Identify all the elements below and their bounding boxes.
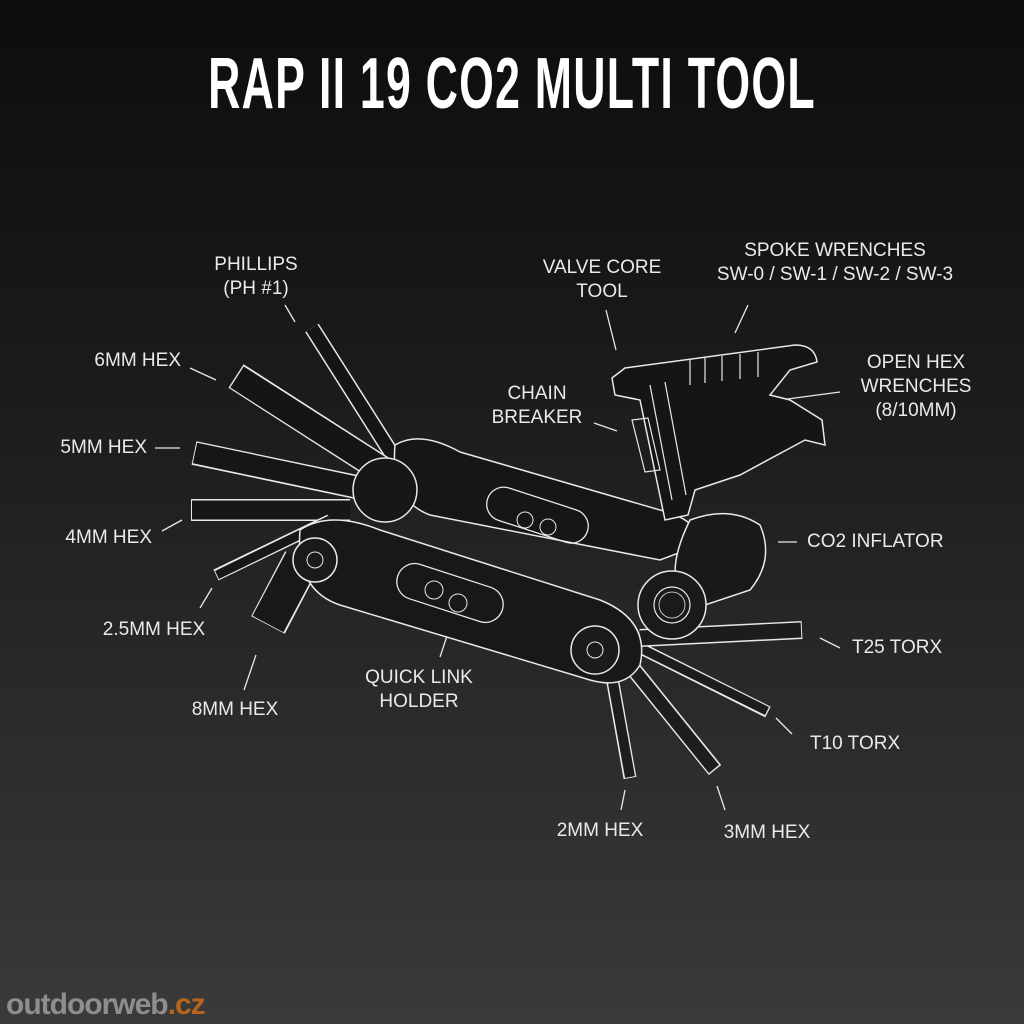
quick-link-hole	[424, 580, 444, 600]
label-t25-torx: T25 TORX	[852, 637, 943, 658]
hex-socket-icon	[586, 641, 604, 659]
label-line: SPOKE WRENCHES	[744, 240, 926, 261]
label-t10-torx: T10 TORX	[810, 733, 901, 754]
chain-breaker	[611, 344, 826, 521]
pivot-bolt	[292, 537, 338, 583]
hex-socket-icon	[306, 551, 324, 569]
label-line: (8/10MM)	[875, 400, 957, 421]
hex-5mm	[191, 441, 383, 504]
label-line: QUICK LINK	[365, 667, 473, 688]
upper-hole	[539, 518, 557, 536]
label-2mm-hex: 2MM HEX	[556, 820, 644, 841]
watermark-logo: outdoorweb.cz	[6, 988, 206, 1022]
label-line: CHAIN	[507, 383, 567, 404]
pivot-bolt	[570, 625, 620, 675]
torx-t10	[637, 642, 771, 718]
label-line: BREAKER	[491, 407, 583, 428]
label-2.5mm-hex: 2.5MM HEX	[102, 619, 206, 640]
label-4mm-hex: 4MM HEX	[65, 527, 152, 548]
phillips-bit	[305, 323, 409, 475]
co2-thread	[653, 586, 691, 624]
watermark-tld: .cz	[167, 988, 206, 1021]
label-chain-breaker: CHAIN BREAKER	[492, 382, 583, 430]
upper-hole	[516, 511, 534, 529]
label-line: HOLDER	[379, 691, 459, 712]
pivot-bolt	[352, 457, 418, 523]
label-5mm-hex: 5MM HEX	[60, 437, 147, 458]
label-line: PHILLIPS	[214, 254, 298, 275]
label-line: WRENCHES	[860, 376, 972, 397]
label-line: OPEN HEX	[866, 352, 966, 373]
watermark-main: outdoorweb	[6, 988, 169, 1021]
lower-plate	[298, 519, 643, 684]
label-line: VALVE CORE	[542, 257, 662, 278]
leader-lines	[155, 304, 841, 811]
label-phillips: PHILLIPS (PH #1)	[214, 253, 297, 301]
label-open-hex-wrenches: OPEN HEX WRENCHES (8/10MM)	[861, 351, 972, 423]
quick-link-slot	[396, 562, 504, 624]
label-quick-link-holder: QUICK LINK HOLDER	[365, 666, 473, 714]
label-8mm-hex: 8MM HEX	[191, 699, 279, 720]
label-line: TOOL	[576, 281, 628, 302]
spoke-slots	[631, 352, 759, 501]
co2-inflator-nut	[637, 570, 707, 640]
page-title: RAP II 19 CO2 MULTI TOOL	[208, 44, 816, 124]
label-valve-core-tool: VALVE CORE TOOL	[543, 256, 662, 304]
label-line: (PH #1)	[223, 278, 289, 299]
label-spoke-wrenches: SPOKE WRENCHES SW-0 / SW-1 / SW-2 / SW-3	[717, 239, 953, 287]
label-line: SW-0 / SW-1 / SW-2 / SW-3	[716, 264, 954, 285]
quick-link-hole	[448, 593, 468, 613]
label-3mm-hex: 3MM HEX	[723, 822, 811, 843]
upper-slot	[486, 486, 589, 544]
label-co2-inflator: CO2 INFLATOR	[807, 531, 944, 552]
label-6mm-hex: 6MM HEX	[94, 350, 181, 371]
